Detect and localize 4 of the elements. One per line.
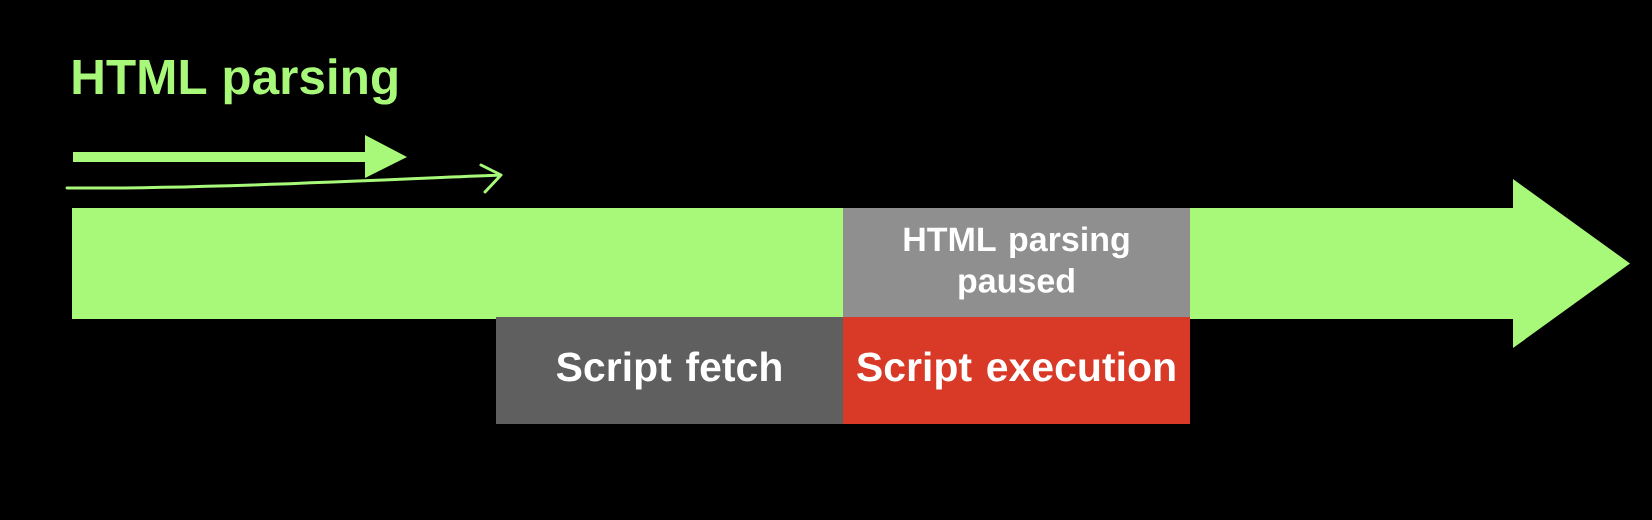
phase-box: HTML parsing paused <box>843 208 1190 318</box>
phase-box: Script fetch <box>496 317 843 424</box>
title: HTML parsing <box>73 58 397 105</box>
phase-box: Script execution <box>843 317 1190 424</box>
